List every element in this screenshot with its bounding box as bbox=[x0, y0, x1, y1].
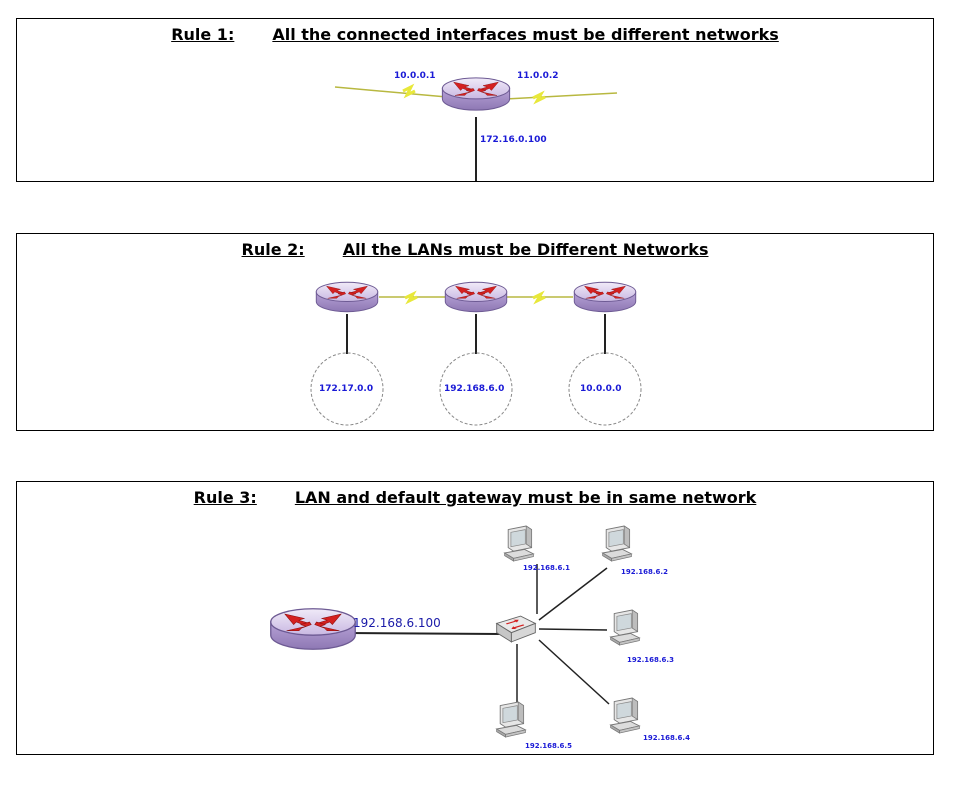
serial-link-1-2 bbox=[379, 290, 445, 305]
host-label-5: 192.168.6.5 bbox=[525, 742, 572, 750]
gateway-ip-label: 192.168.6.100 bbox=[353, 616, 441, 630]
rule-1-label: Rule 1: bbox=[171, 25, 235, 44]
lan-cloud-1 bbox=[310, 352, 384, 426]
host-label-1: 192.168.6.1 bbox=[523, 564, 570, 572]
rule-2-label: Rule 2: bbox=[241, 240, 305, 259]
rule-1-text: All the connected interfaces must be dif… bbox=[272, 25, 779, 44]
rule-3-diagram bbox=[270, 525, 640, 738]
lan-cloud-3 bbox=[568, 352, 642, 426]
serial-link-right bbox=[504, 90, 618, 105]
serial-link-2-3 bbox=[507, 290, 573, 305]
router-icon bbox=[315, 281, 379, 313]
rule-2-diagram bbox=[310, 281, 642, 426]
router-icon bbox=[270, 608, 356, 650]
rule-2-title: Rule 2: All the LANs must be Different Ne… bbox=[17, 240, 933, 259]
host-link-4 bbox=[538, 639, 610, 705]
gateway-link bbox=[346, 632, 502, 635]
ip-label-bottom: 172.16.0.100 bbox=[480, 135, 547, 145]
host-label-2: 192.168.6.2 bbox=[621, 568, 668, 576]
rule-1-diagram bbox=[334, 77, 618, 181]
rule-3-panel: Rule 3: LAN and default gateway must be i… bbox=[16, 481, 934, 755]
rule-1-panel: Rule 1: All the connected interfaces must… bbox=[16, 18, 934, 182]
serial-link-left bbox=[334, 83, 448, 99]
pc-icon bbox=[610, 609, 640, 646]
rule-3-text: LAN and default gateway must be in same … bbox=[294, 488, 757, 507]
pc-icon bbox=[504, 525, 534, 562]
rule-3-label: Rule 3: bbox=[193, 488, 257, 507]
pc-icon bbox=[602, 525, 632, 562]
rule-2-panel: Rule 2: All the LANs must be Different Ne… bbox=[16, 233, 934, 431]
rule-1-title: Rule 1: All the connected interfaces must… bbox=[17, 25, 933, 44]
host-link-2 bbox=[538, 567, 608, 621]
ip-label-right: 11.0.0.2 bbox=[517, 71, 559, 81]
host-label-3: 192.168.6.3 bbox=[627, 656, 674, 664]
router-icon bbox=[573, 281, 637, 313]
rule-2-text: All the LANs must be Different Networks bbox=[342, 240, 709, 259]
lan-label-3: 10.0.0.0 bbox=[580, 384, 622, 394]
pc-icon bbox=[496, 701, 526, 738]
lan-cloud-2 bbox=[439, 352, 513, 426]
pc-icon bbox=[610, 697, 640, 734]
rule-3-title: Rule 3: LAN and default gateway must be i… bbox=[17, 488, 933, 507]
lan-label-1: 172.17.0.0 bbox=[319, 384, 374, 394]
router-icon bbox=[441, 77, 511, 111]
ip-label-left: 10.0.0.1 bbox=[394, 71, 436, 81]
host-label-4: 192.168.6.4 bbox=[643, 734, 690, 742]
host-link-3 bbox=[538, 628, 608, 631]
switch-icon bbox=[496, 615, 536, 643]
lan-label-2: 192.168.6.0 bbox=[444, 384, 505, 394]
router-icon bbox=[444, 281, 508, 313]
